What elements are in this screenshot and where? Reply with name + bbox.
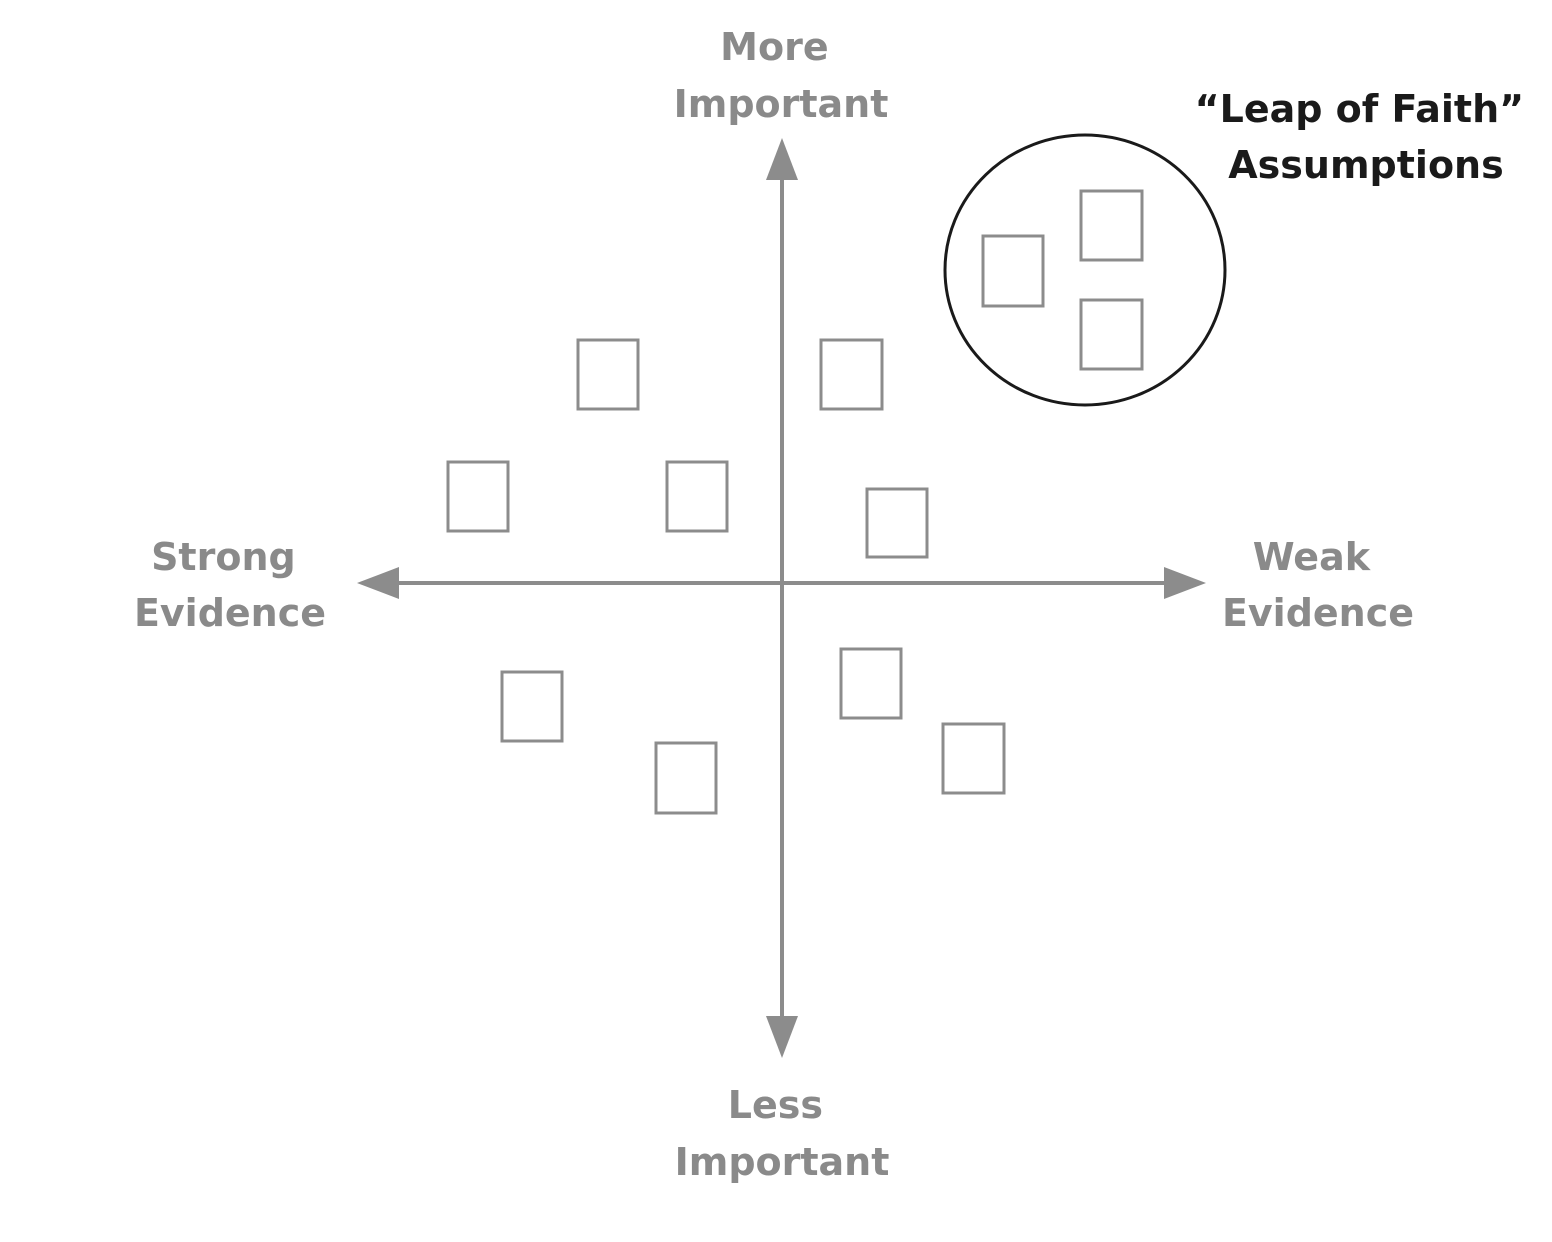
leap-of-faith-label-line1: “Leap of Faith” (1195, 87, 1525, 131)
bottom-axis-label: Less Important (675, 1083, 890, 1184)
bottom-axis-label-line2: Important (675, 1140, 890, 1184)
assumption-box (665, 460, 729, 533)
right-axis-label: Weak Evidence (1222, 535, 1414, 635)
assumption-box (576, 338, 640, 411)
arrow-down-icon (766, 1016, 798, 1058)
leap-of-faith-label-line2: Assumptions (1228, 143, 1503, 187)
top-axis-label-line2: Important (674, 82, 889, 126)
bottom-axis-label-line1: Less (728, 1083, 823, 1127)
assumption-box (1079, 189, 1144, 262)
left-axis-label-line1: Strong (151, 535, 296, 579)
assumption-box (446, 460, 510, 533)
assumption-box (500, 670, 564, 743)
leap-of-faith-circle (943, 133, 1227, 407)
assumption-box (941, 722, 1006, 795)
assumption-box (654, 741, 718, 815)
assumption-box (1079, 298, 1144, 371)
assumption-box (981, 234, 1045, 308)
assumption-box (839, 647, 903, 720)
right-axis-label-line1: Weak (1253, 535, 1371, 579)
left-axis-label-line2: Evidence (134, 591, 326, 635)
assumption-box (819, 338, 884, 411)
left-axis-label: Strong Evidence (134, 535, 326, 635)
arrow-right-icon (1164, 567, 1206, 599)
top-axis-label: More Important (674, 25, 889, 126)
arrow-up-icon (766, 138, 798, 180)
assumption-box (865, 487, 929, 559)
top-axis-label-line1: More (720, 25, 828, 69)
right-axis-label-line2: Evidence (1222, 591, 1414, 635)
arrow-left-icon (357, 567, 399, 599)
leap-of-faith-label: “Leap of Faith” Assumptions (1195, 87, 1538, 187)
